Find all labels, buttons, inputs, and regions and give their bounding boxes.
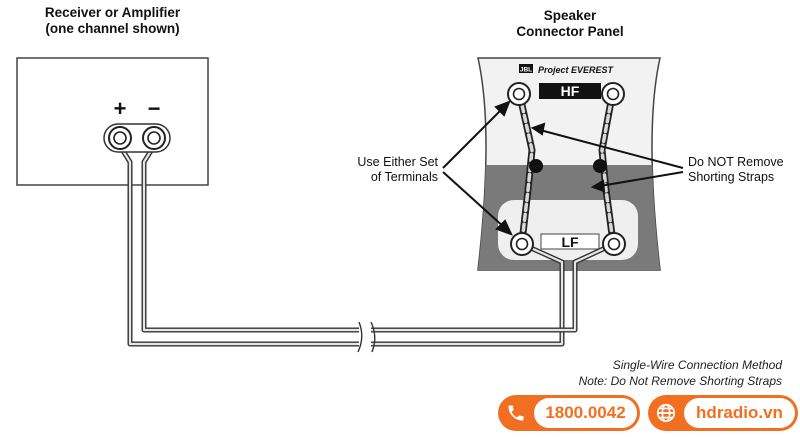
use-either-line2: of Terminals [370,170,438,184]
negative-mark: − [147,96,161,121]
receiver-terminals [103,123,171,153]
model-name: Project EVEREST [538,65,615,75]
lf-label: LF [561,234,579,250]
phone-number: 1800.0042 [534,398,637,428]
speaker-title-line1: Speaker [543,8,597,23]
website-pill[interactable]: hdradio.vn [648,395,798,431]
phone-icon [498,395,534,431]
cable-break [357,321,376,353]
brand-logo-text: JBL [520,67,532,74]
caption-method: Single-Wire Connection Method [612,358,782,372]
shorting-straps-line1: Do NOT Remove [688,155,784,169]
hf-label: HF [561,83,580,99]
speaker-title-line2: Connector Panel [516,24,624,39]
receiver-box [16,57,209,186]
globe-icon [648,395,684,431]
receiver-title: Receiver or Amplifier (one channel shown… [17,5,208,37]
positive-mark: + [113,96,127,121]
shorting-straps-note: Do NOT Remove Shorting Straps [688,155,792,185]
use-either-set-note: Use Either Set of Terminals [330,155,438,185]
shorting-straps-line2: Shorting Straps [688,170,775,184]
speaker-title: Speaker Connector Panel [490,8,650,40]
caption-note: Note: Do Not Remove Shorting Straps [578,374,782,388]
use-either-line1: Use Either Set [357,155,438,169]
shorting-straps [516,92,617,246]
receiver-title-line1: Receiver or Amplifier [44,5,181,20]
receiver-title-line2: (one channel shown) [45,21,180,36]
website-url: hdradio.vn [684,398,795,428]
annotation-arrows [442,100,684,236]
brand-logo: JBL Project EVEREST [519,64,615,75]
phone-pill[interactable]: 1800.0042 [498,395,640,431]
speaker-terminals [507,82,626,256]
